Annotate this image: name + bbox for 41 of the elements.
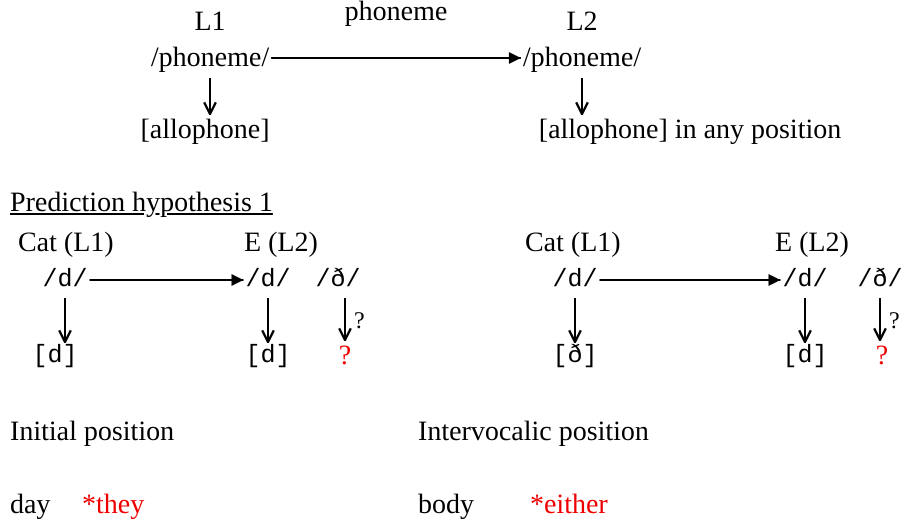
question-mark: ?	[876, 338, 888, 374]
position-heading: Intervocalic position	[418, 415, 649, 449]
allophone-text: [allophone] in any position	[538, 112, 842, 148]
language-heading: Cat (L1)	[18, 226, 114, 260]
question-mark: ?	[338, 338, 352, 374]
arrow	[261, 298, 275, 344]
phoneme-symbol: /d/	[552, 264, 598, 296]
phoneme-symbol: /d/	[782, 264, 828, 296]
section-heading: Prediction hypothesis 1	[10, 186, 273, 220]
phoneme-text: /phoneme/	[522, 41, 642, 75]
arrow	[58, 298, 72, 344]
position-heading: Initial position	[10, 415, 174, 449]
language-heading: L2	[565, 5, 599, 39]
arrow	[798, 298, 812, 344]
language-heading: E (L2)	[775, 226, 849, 260]
allophone-symbol: [d]	[782, 340, 828, 372]
phoneme-text: /phoneme/	[150, 41, 270, 75]
edge-label: phoneme	[344, 0, 448, 28]
phoneme-symbol: /ð/	[316, 264, 360, 296]
arrow	[203, 78, 217, 116]
arrow	[271, 52, 521, 64]
phoneme-symbol: /d/	[42, 264, 88, 296]
allophone-symbol: [ð]	[552, 340, 598, 372]
arrow	[338, 298, 352, 342]
arrow	[600, 274, 780, 286]
language-heading: L1	[193, 5, 227, 39]
example-word: *either	[530, 488, 608, 522]
phoneme-symbol: /d/	[246, 264, 290, 296]
example-word: body	[418, 488, 474, 522]
arrow	[575, 78, 589, 116]
arrow	[90, 274, 244, 286]
example-word: day	[10, 488, 50, 522]
language-heading: Cat (L1)	[525, 226, 621, 260]
allophone-symbol: [d]	[246, 340, 290, 372]
arrow	[568, 298, 582, 344]
arrow	[873, 298, 887, 342]
phoneme-symbol: /ð/	[858, 264, 902, 296]
example-word: *they	[82, 488, 144, 522]
language-heading: E (L2)	[244, 226, 318, 260]
allophone-symbol: [d]	[32, 340, 78, 372]
allophone-text: [allophone]	[140, 112, 270, 148]
